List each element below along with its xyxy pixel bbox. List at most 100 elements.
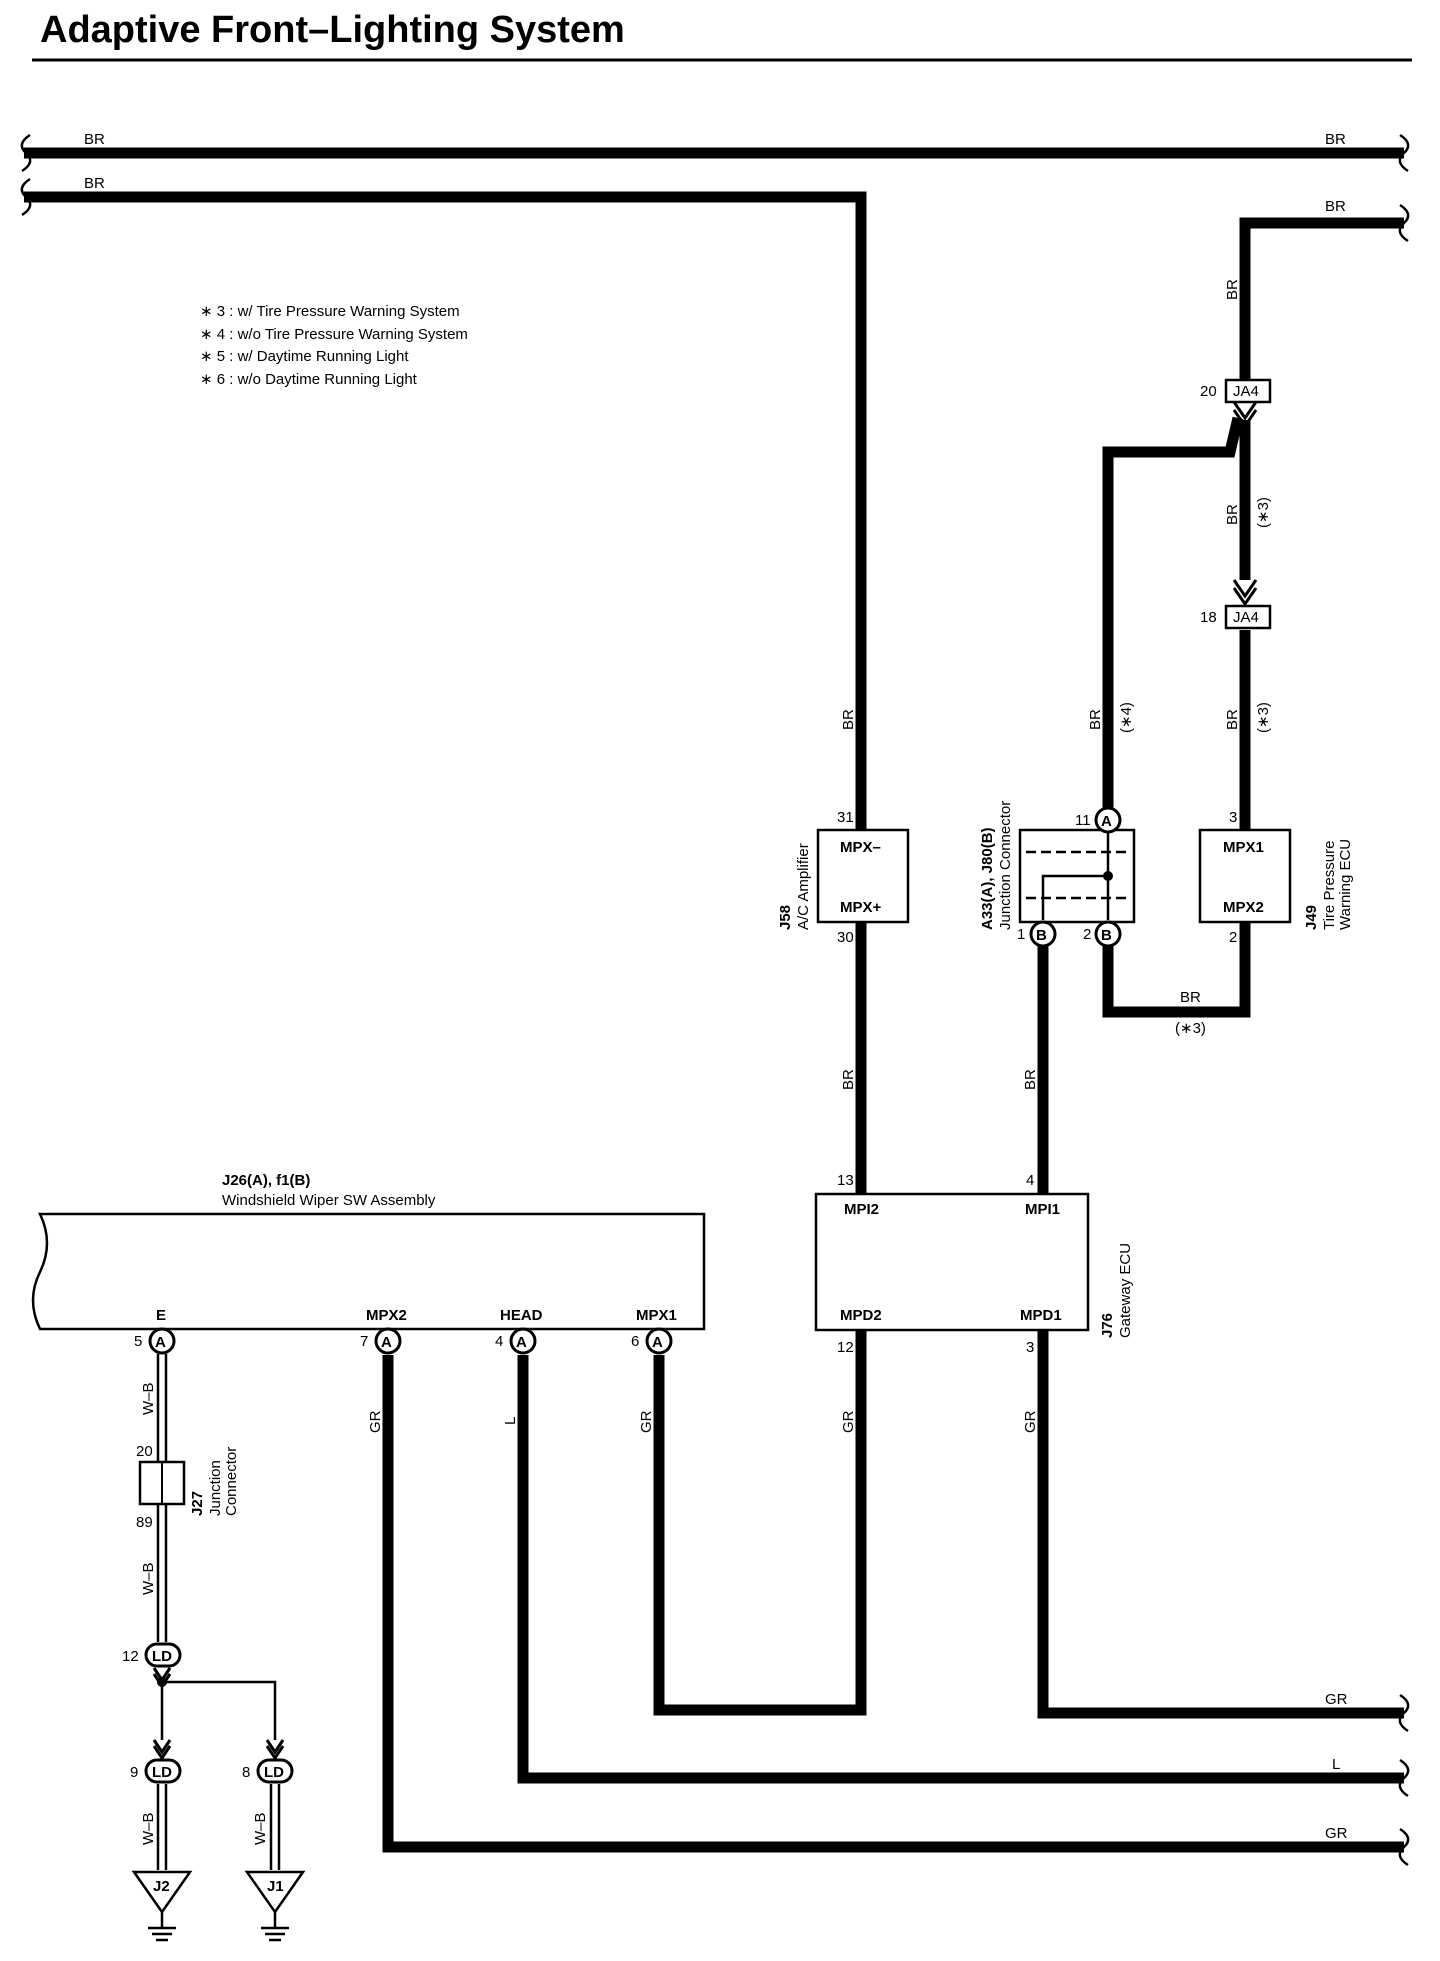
wire-label-gr: GR [1022, 1410, 1039, 1433]
wire-label-br: BR [1022, 1069, 1039, 1090]
wire-label-opt4: (∗4) [1118, 702, 1135, 733]
wire-label-l: L [502, 1417, 519, 1425]
wire-label-wb: W–B [140, 1562, 157, 1595]
j76-num-mpi1: 4 [1026, 1172, 1034, 1189]
j26-wiper-switch: J26(A), f1(B) Windshield Wiper SW Assemb… [31, 1172, 706, 1355]
ld-connectors: LD 12 LD 9 LD 8 [122, 1642, 294, 1784]
j58-num-top: 31 [837, 809, 854, 826]
ld-num: 8 [242, 1764, 250, 1781]
j27-name-line1: Junction [207, 1460, 224, 1516]
a33-num-b1: 1 [1017, 926, 1025, 943]
note-line: ∗ 5 : w/ Daytime Running Light [200, 348, 409, 365]
break-mark [1398, 203, 1410, 243]
ld-pill [144, 1642, 182, 1668]
break-mark [20, 133, 32, 173]
j26-box [31, 1212, 706, 1331]
j76-name: Gateway ECU [1117, 1243, 1134, 1338]
break-mark [20, 177, 32, 217]
a33-pin-b1 [1029, 920, 1057, 948]
j49-num-bottom: 2 [1229, 929, 1237, 946]
j49-name-line1: Tire Pressure [1321, 841, 1338, 930]
wire-label-wb: W–B [140, 1382, 157, 1415]
ld-code: LD [152, 1764, 172, 1781]
wire-label-gr: GR [1325, 1691, 1348, 1708]
ground-branch [156, 1354, 281, 1870]
ja4-top-num: 20 [1200, 383, 1217, 400]
ld-code: LD [264, 1764, 284, 1781]
ja4-chevron-icon [1232, 401, 1258, 429]
j26-pin-conn: A [652, 1334, 663, 1351]
j76-num-mpi2: 13 [837, 1172, 854, 1189]
j49-tire-pressure-ecu: MPX1 MPX2 3 2 J49 Tire Pressure Warning … [1198, 809, 1354, 946]
ld-num: 12 [122, 1648, 139, 1665]
ja4-bottom-code: JA4 [1233, 609, 1259, 626]
j26-pin-circle [645, 1327, 673, 1355]
j76-gateway-ecu: MPI2 MPI1 MPD2 MPD1 13 4 12 3 J76 Gatewa… [814, 1172, 1134, 1356]
ja4-connector: JA4 20 JA4 18 [1200, 378, 1272, 630]
j27-num-bottom: 89 [136, 1514, 153, 1531]
wire-label-br: BR [840, 1069, 857, 1090]
j76-pin-mpi2: MPI2 [844, 1201, 879, 1218]
wire-label-gr: GR [1325, 1825, 1348, 1842]
j58-ac-amplifier: MPX– MPX+ 31 30 J58 A/C Amplifier [777, 809, 910, 946]
j26-pin-label: E [156, 1307, 166, 1324]
ground-triangle [131, 1870, 193, 1915]
j26-pin-label: MPX1 [636, 1307, 677, 1324]
wire-label-opt3: (∗3) [1255, 497, 1272, 528]
ja4-top-box [1224, 378, 1272, 404]
j58-pin-top: MPX– [840, 839, 881, 856]
a33-conn-a: A [1101, 813, 1112, 830]
wire-label-br: BR [1224, 504, 1241, 525]
wire-j49-to-junction [1102, 922, 1251, 1018]
wire-label-br: BR [1180, 989, 1201, 1006]
wire-breaks [20, 133, 1410, 1867]
j26-pin-circle [374, 1327, 402, 1355]
chevron-icon [152, 1739, 172, 1761]
a33-pin-a [1094, 806, 1122, 834]
wire-label-opt3: (∗3) [1175, 1020, 1206, 1037]
a33-pin-b2 [1094, 920, 1122, 948]
j26-name: Windshield Wiper SW Assembly [222, 1192, 436, 1209]
wire-br-to-ja4 [1239, 217, 1404, 382]
j58-num-bottom: 30 [837, 929, 854, 946]
j58-box [816, 828, 910, 924]
a33-internal-line [1041, 874, 1108, 920]
ground-triangle [244, 1870, 306, 1915]
j26-pin-conn: A [155, 1334, 166, 1351]
wire-label-br: BR [84, 175, 105, 192]
break-mark [1398, 1827, 1410, 1867]
j49-pin-top: MPX1 [1223, 839, 1264, 856]
ja4-bottom-box [1224, 604, 1272, 630]
j76-pin-mpd1: MPD1 [1020, 1307, 1062, 1324]
j76-box [814, 1192, 1090, 1332]
a33-num-a: 11 [1075, 812, 1091, 829]
wire-l-head [517, 1355, 1404, 1784]
wire-label-br: BR [1224, 279, 1241, 300]
j27-name-line2: Connector [223, 1447, 240, 1516]
j49-num-top: 3 [1229, 809, 1237, 826]
j76-pin-mpd2: MPD2 [840, 1307, 882, 1324]
ld-code: LD [152, 1648, 172, 1665]
page-title: Adaptive Front–Lighting System [40, 9, 625, 51]
ja4-top-code: JA4 [1233, 383, 1259, 400]
a33-splice-dot [1103, 871, 1113, 881]
chevron-icon [265, 1739, 285, 1761]
wire-br-to-j58 [24, 191, 867, 830]
wire-group [24, 147, 1404, 1853]
j26-pin-label: MPX2 [366, 1307, 407, 1324]
note-line: ∗ 3 : w/ Tire Pressure Warning System [200, 303, 460, 320]
grounds: J2 J1 [131, 1870, 306, 1942]
wire-gr-mpx2 [382, 1355, 1404, 1853]
j27-code: J27 [189, 1491, 206, 1516]
wire-label-br: BR [840, 709, 857, 730]
ld-pill [256, 1758, 294, 1784]
j27-num-top: 20 [136, 1443, 153, 1460]
j58-name: A/C Amplifier [795, 843, 812, 930]
wire-ja4-to-junction [1102, 416, 1244, 812]
a33-name: Junction Connector [997, 801, 1014, 930]
ja4-chevron-icon [1232, 579, 1258, 607]
wire-gr-mpd2 [653, 1330, 867, 1716]
j49-pin-bottom: MPX2 [1223, 899, 1264, 916]
option-notes: ∗ 3 : w/ Tire Pressure Warning System ∗ … [200, 303, 468, 388]
